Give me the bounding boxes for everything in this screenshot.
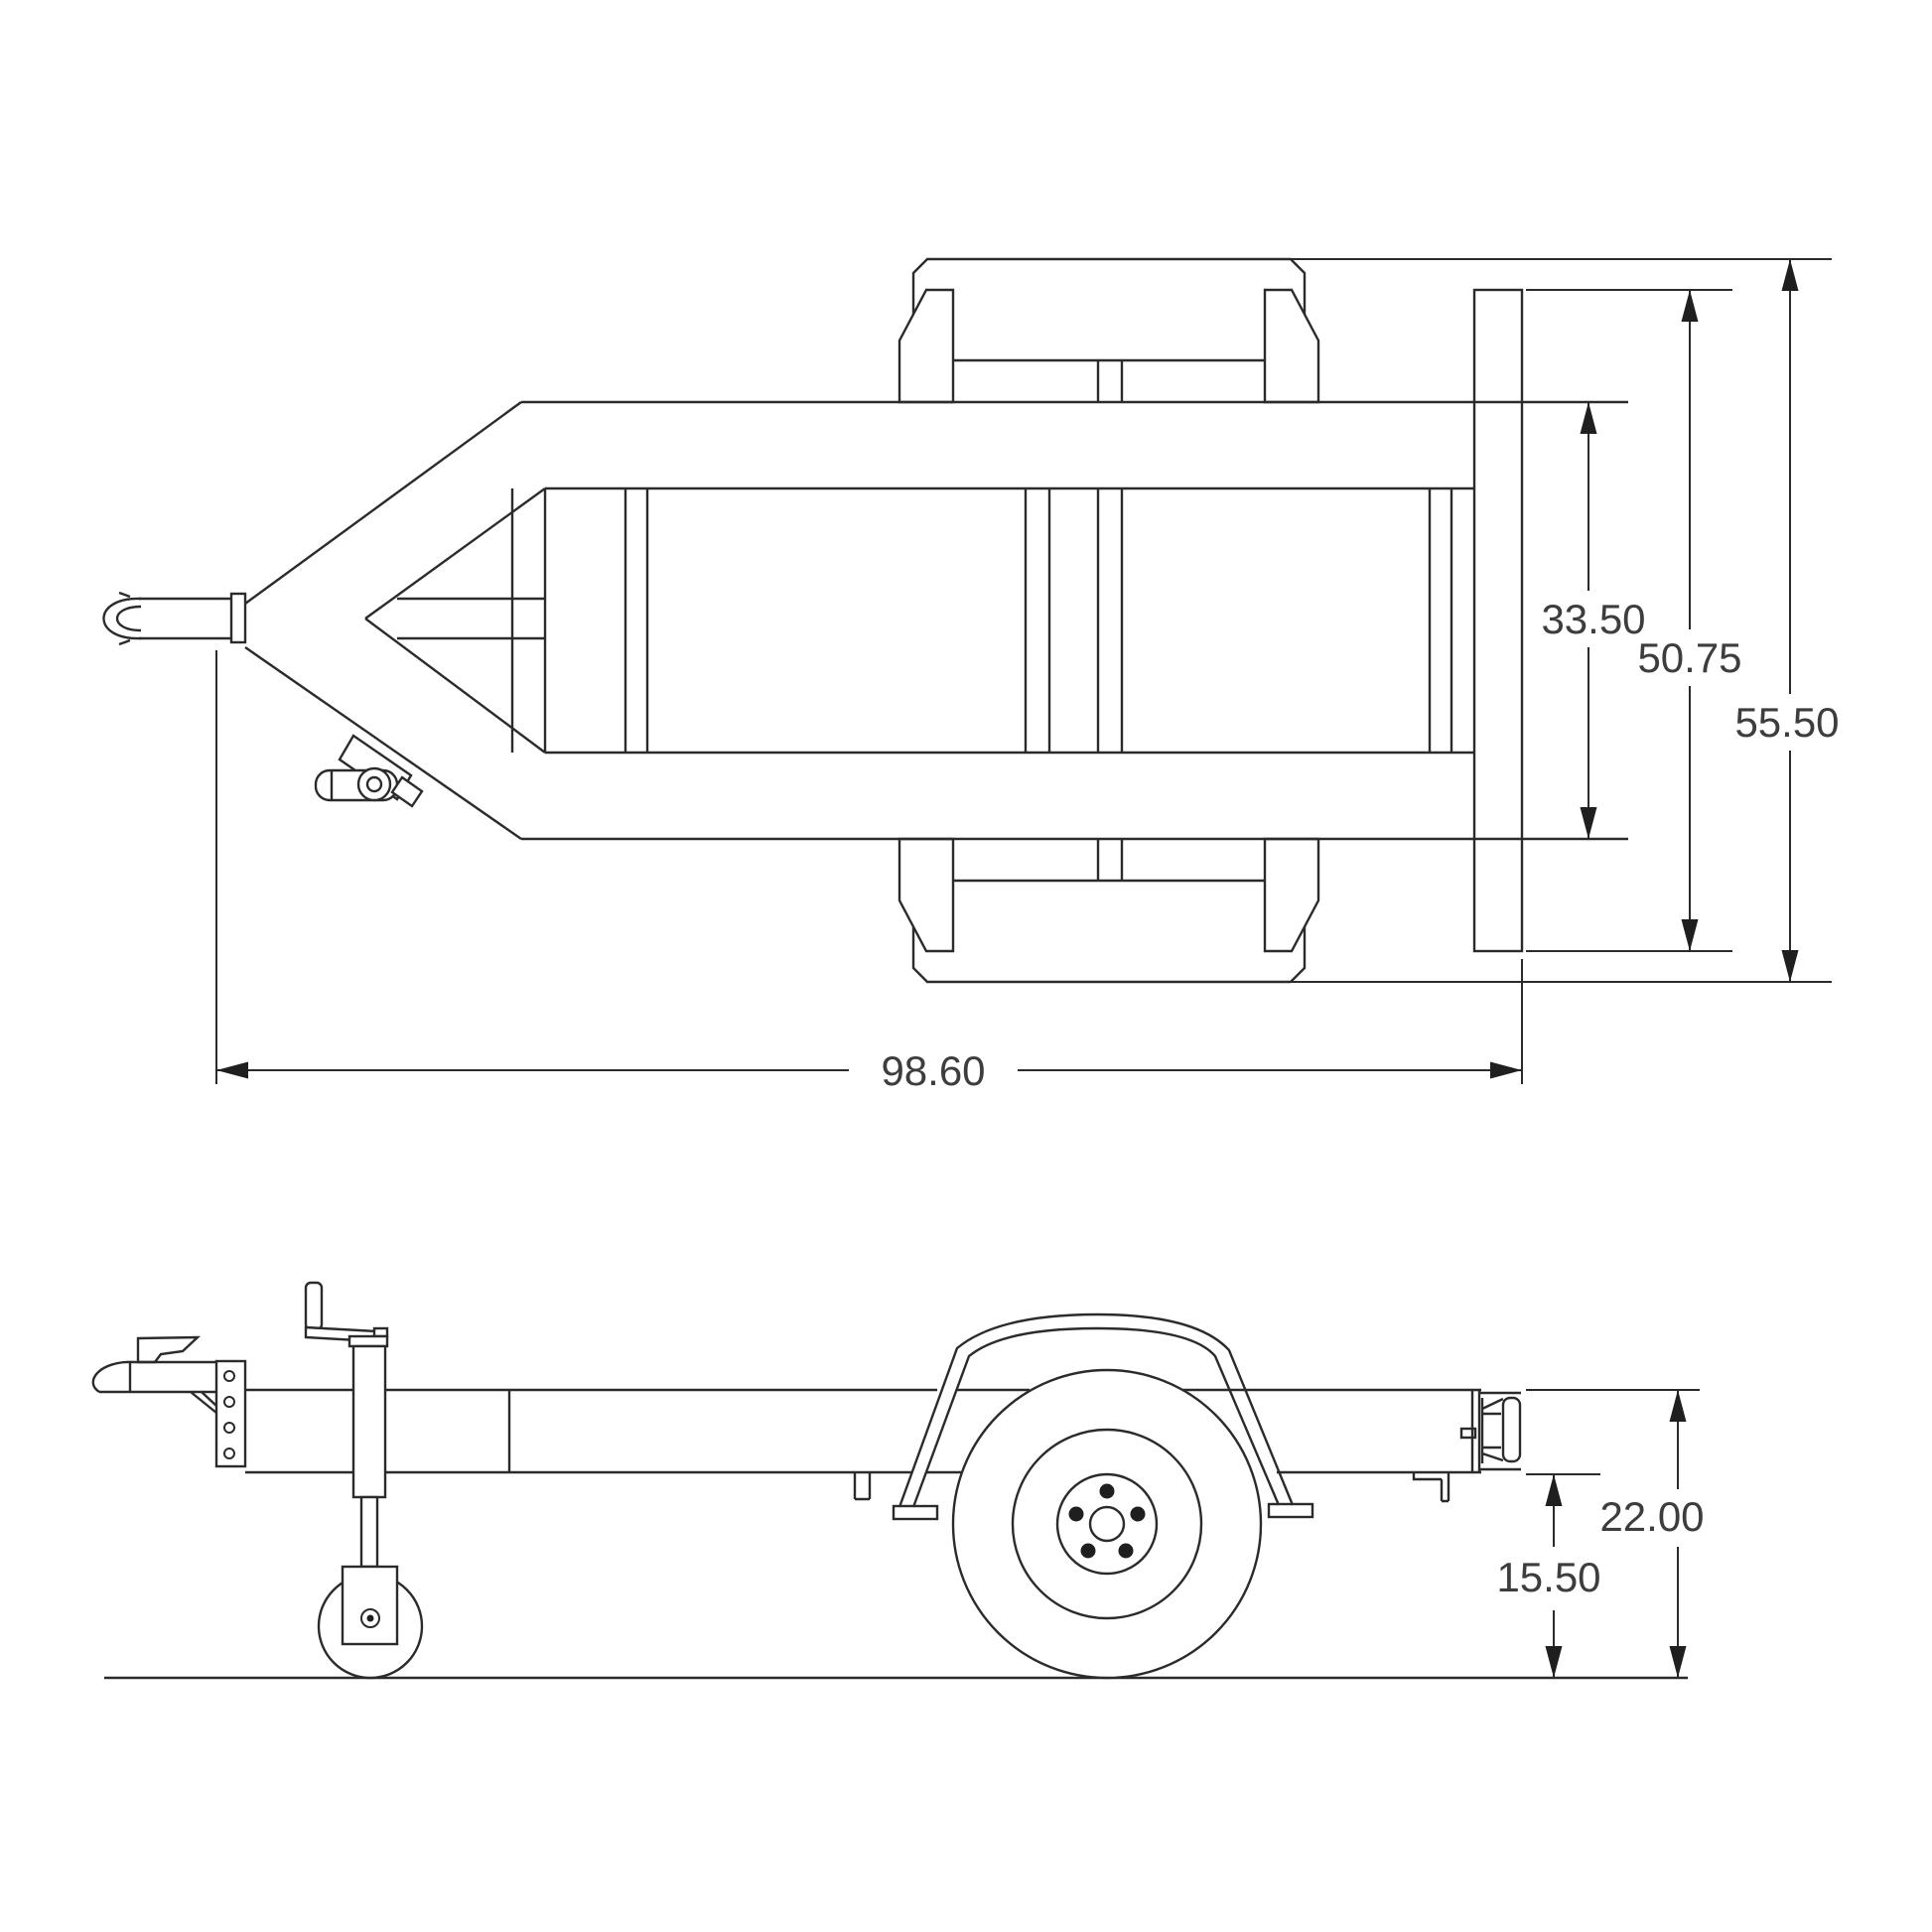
coupler-side [91,1335,247,1468]
fender-side [892,1312,1314,1521]
dimension-frame-bottom-height: 15.50 [1496,1473,1601,1678]
dimension-fender-width: 50.75 [1526,289,1742,952]
tongue-jack [304,1281,424,1680]
frame-bottom-height-label: 15.50 [1496,1554,1600,1600]
safety-chain-detail [314,734,424,808]
jack-wheel-bracket [341,1565,399,1646]
frame-top-height-label: 22.00 [1599,1493,1704,1540]
side-view: 22.00 15.50 [91,1281,1705,1680]
rim [1011,1428,1203,1620]
hub-bore [1088,1505,1126,1543]
frame-beam-side [245,1388,1481,1503]
wheel-side [951,1368,1263,1680]
upper-tire-plan [911,257,1307,362]
axle-stubs [1096,360,1124,881]
coupler-plan [102,591,247,646]
overall-width-label: 55.50 [1734,699,1839,746]
coupler-adjuster-channel [214,1359,247,1468]
jack-crank-grip [304,1281,324,1331]
dimension-deck-width: 33.50 [1541,402,1646,839]
jack-outer-tube [351,1344,387,1499]
top-view: 98.60 33.50 50.75 55.50 [102,257,1840,1094]
rear-bumper-plan [1472,288,1524,953]
jack-inner-tube [359,1495,379,1569]
dimension-overall-length: 98.60 [215,650,1523,1094]
hub [1055,1472,1159,1576]
dimension-frame-top-height: 22.00 [1526,1389,1705,1678]
fender-width-label: 50.75 [1637,634,1741,681]
overall-length-label: 98.60 [881,1047,985,1094]
taillight-lens [1501,1396,1522,1463]
frame-deck-plan [244,400,1628,841]
deck-width-label: 33.50 [1541,596,1645,642]
upper-fender-plan [897,288,1320,404]
dimension-overall-width: 55.50 [1291,258,1840,983]
lower-tire-plan [911,879,1307,984]
taillight-side [1459,1390,1522,1472]
tire [951,1368,1263,1680]
